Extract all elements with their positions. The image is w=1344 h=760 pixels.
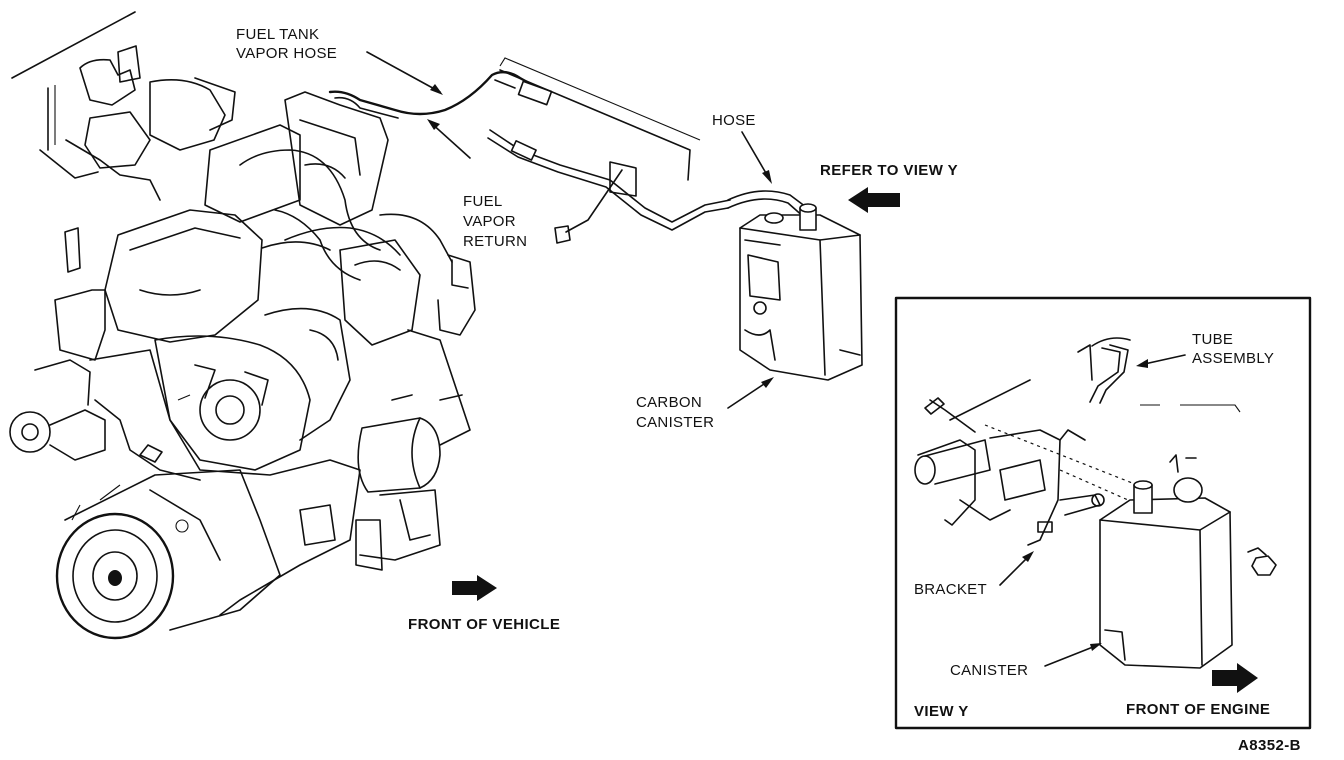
fuel-tank-vapor-hose (328, 57, 701, 181)
refer-view-arrow (848, 187, 900, 213)
carbon-canister (739, 203, 863, 381)
label-tube-assembly-2: ASSEMBLY (1192, 350, 1274, 367)
label-tube-assembly-1: TUBE (1192, 331, 1233, 348)
label-front-of-engine: FRONT OF ENGINE (1126, 701, 1270, 718)
label-fuel-tank-vapor-hose-1: FUEL TANK (236, 26, 319, 43)
label-hose: HOSE (712, 112, 756, 129)
labels: FUEL TANK VAPOR HOSE FUEL VAPOR RETURN H… (236, 26, 1301, 754)
engine-illustration (9, 11, 476, 640)
view-y-inset (894, 296, 1312, 730)
label-front-of-vehicle: FRONT OF VEHICLE (408, 616, 560, 633)
fuel-vapor-return-line (487, 129, 731, 244)
label-fuel-vapor-return-3: RETURN (463, 233, 527, 250)
canister-hose (727, 190, 811, 219)
figure-id: A8352-B (1238, 737, 1301, 754)
front-of-vehicle-arrow (452, 575, 497, 601)
label-fuel-tank-vapor-hose-2: VAPOR HOSE (236, 45, 337, 62)
label-canister: CANISTER (950, 662, 1028, 679)
label-carbon-canister-2: CANISTER (636, 414, 714, 431)
label-fuel-vapor-return-2: VAPOR (463, 213, 516, 230)
label-fuel-vapor-return-1: FUEL (463, 193, 503, 210)
label-carbon-canister-1: CARBON (636, 394, 702, 411)
label-refer-to-view-y: REFER TO VIEW Y (820, 162, 958, 179)
label-bracket: BRACKET (914, 581, 987, 598)
label-view-y: VIEW Y (914, 703, 969, 720)
leader-lines (366, 51, 774, 409)
